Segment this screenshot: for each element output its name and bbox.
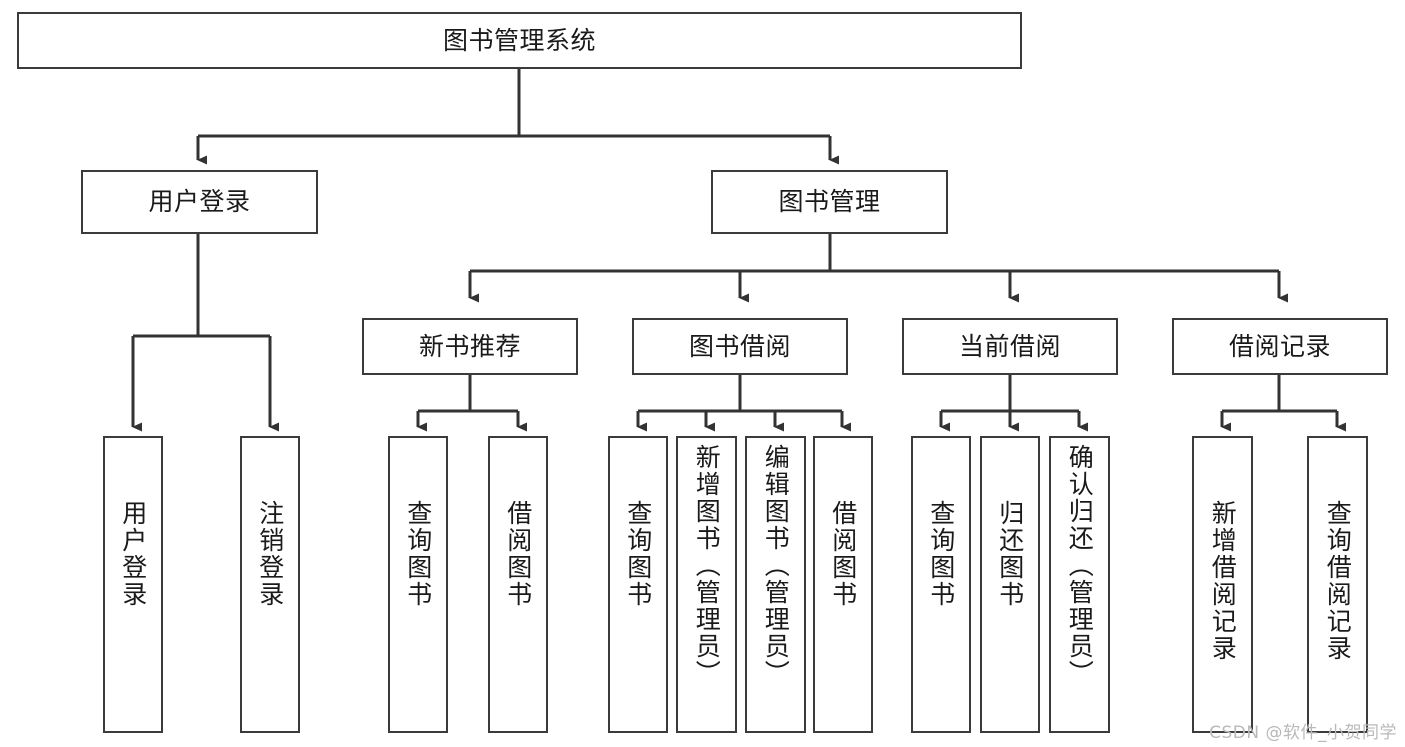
node-leaf-borrow-book-2-label: 借阅图书 (828, 500, 858, 608)
node-leaf-borrow-book-1[interactable]: 借阅图书 (488, 436, 548, 733)
node-leaf-logout[interactable]: 注销登录 (240, 436, 300, 733)
node-user-login[interactable]: 用户登录 (81, 170, 318, 234)
node-leaf-confirm-return-label: 确认归还（管理员） (1065, 444, 1095, 687)
node-leaf-user-login[interactable]: 用户登录 (103, 436, 163, 733)
node-current-borrow[interactable]: 当前借阅 (902, 318, 1118, 375)
node-leaf-query-book-3[interactable]: 查询图书 (911, 436, 971, 733)
node-leaf-query-borrow-record[interactable]: 查询借阅记录 (1307, 436, 1368, 733)
node-book-manage[interactable]: 图书管理 (711, 170, 948, 234)
node-borrow-record-label: 借阅记录 (1228, 331, 1331, 361)
node-leaf-confirm-return[interactable]: 确认归还（管理员） (1049, 436, 1110, 733)
node-leaf-add-book[interactable]: 新增图书（管理员） (676, 436, 737, 733)
node-leaf-return-book[interactable]: 归还图书 (980, 436, 1040, 733)
node-new-book-recommend[interactable]: 新书推荐 (362, 318, 578, 375)
node-leaf-add-borrow-record[interactable]: 新增借阅记录 (1192, 436, 1253, 733)
node-leaf-return-book-label: 归还图书 (995, 500, 1025, 608)
node-leaf-query-book-2-label: 查询图书 (623, 500, 653, 608)
node-leaf-user-login-label: 用户登录 (118, 500, 148, 608)
node-leaf-borrow-book-2[interactable]: 借阅图书 (813, 436, 873, 733)
node-leaf-add-borrow-record-label: 新增借阅记录 (1208, 500, 1238, 662)
watermark-text: CSDN @软件_小贺同学 (1209, 723, 1397, 743)
node-leaf-query-book-3-label: 查询图书 (926, 500, 956, 608)
node-book-manage-label: 图书管理 (778, 187, 881, 217)
node-leaf-edit-book[interactable]: 编辑图书（管理员） (745, 436, 806, 733)
node-leaf-edit-book-label: 编辑图书（管理员） (761, 444, 791, 687)
node-current-borrow-label: 当前借阅 (958, 331, 1061, 361)
node-root[interactable]: 图书管理系统 (17, 12, 1022, 69)
node-leaf-query-book-2[interactable]: 查询图书 (608, 436, 668, 733)
node-leaf-add-book-label: 新增图书（管理员） (692, 444, 722, 687)
node-book-borrow[interactable]: 图书借阅 (632, 318, 848, 375)
node-leaf-query-book-1-label: 查询图书 (403, 500, 433, 608)
node-new-book-recommend-label: 新书推荐 (418, 331, 521, 361)
node-user-login-label: 用户登录 (148, 187, 251, 217)
node-leaf-logout-label: 注销登录 (255, 500, 285, 608)
node-leaf-query-borrow-record-label: 查询借阅记录 (1323, 500, 1353, 662)
node-root-label: 图书管理系统 (442, 25, 596, 55)
node-leaf-borrow-book-1-label: 借阅图书 (503, 500, 533, 608)
node-book-borrow-label: 图书借阅 (688, 331, 791, 361)
node-leaf-query-book-1[interactable]: 查询图书 (388, 436, 448, 733)
node-borrow-record[interactable]: 借阅记录 (1172, 318, 1388, 375)
